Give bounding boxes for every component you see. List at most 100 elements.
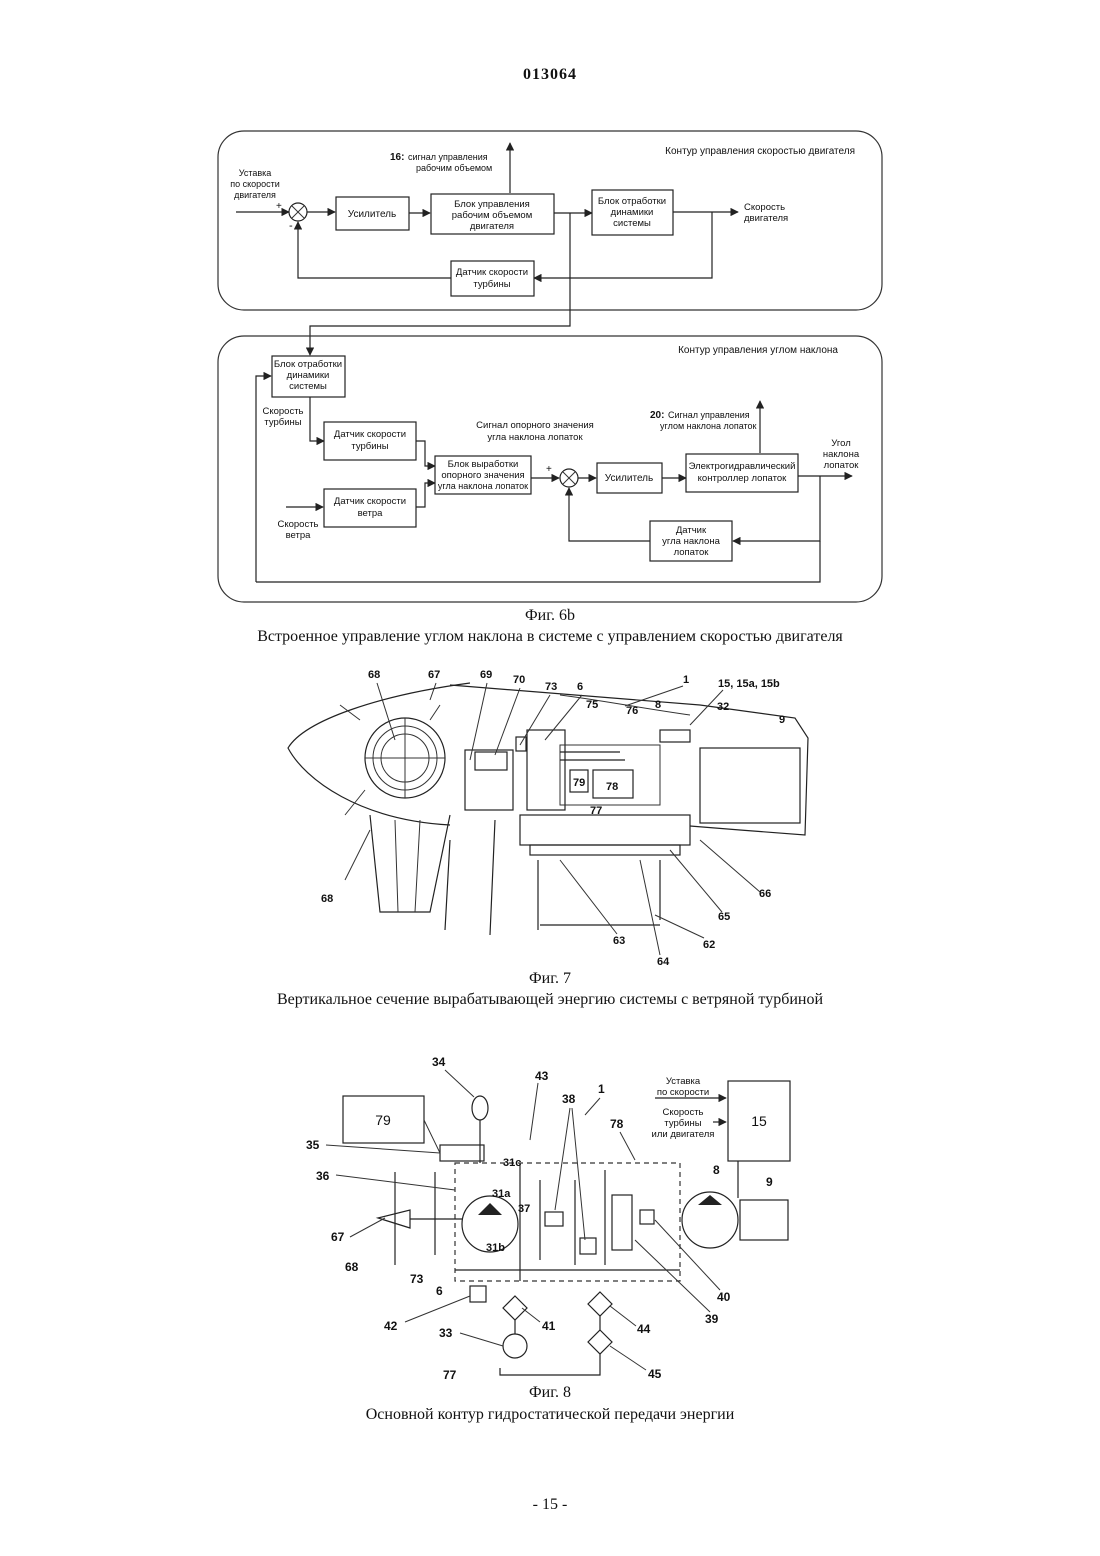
svg-text:78: 78 (606, 781, 618, 793)
svg-text:Скорость: Скорость (262, 406, 303, 417)
svg-text:79: 79 (375, 1112, 391, 1128)
svg-text:31b: 31b (486, 1242, 505, 1254)
svg-text:Датчик скорости: Датчик скорости (456, 267, 528, 278)
svg-text:63: 63 (613, 935, 625, 947)
box-15: 15 (728, 1081, 790, 1161)
svg-text:Блок управления: Блок управления (454, 199, 530, 210)
svg-text:32: 32 (717, 701, 729, 713)
svg-text:Уставка: Уставка (666, 1076, 701, 1087)
svg-text:41: 41 (542, 1319, 556, 1333)
signal-16-line1: сигнал управления (408, 152, 488, 162)
fig7-caption-title: Фиг. 7 (0, 969, 1100, 989)
pitch-reference-block: Блок выработки опорного значения угла на… (435, 456, 531, 494)
svg-text:35: 35 (306, 1138, 320, 1152)
svg-text:62: 62 (703, 939, 715, 951)
signal-20-number: 20: (650, 410, 664, 421)
svg-text:1: 1 (683, 674, 689, 686)
svg-text:Скорость: Скорость (744, 202, 785, 213)
svg-text:турбины: турбины (264, 417, 301, 428)
svg-text:8: 8 (655, 699, 661, 711)
turbine-speed-label: Скорость турбины (262, 406, 303, 428)
svg-text:6: 6 (577, 681, 583, 693)
svg-text:опорного значения: опорного значения (441, 470, 524, 481)
svg-text:лопаток: лопаток (824, 460, 860, 471)
svg-text:Скорость: Скорость (277, 519, 318, 530)
amplifier-block-upper: Усилитель (336, 197, 409, 230)
svg-text:угла наклона лопаток: угла наклона лопаток (438, 481, 528, 491)
svg-text:Усилитель: Усилитель (348, 209, 396, 220)
svg-text:69: 69 (480, 669, 492, 681)
svg-text:Датчик: Датчик (676, 525, 707, 536)
svg-text:по скорости: по скорости (230, 179, 280, 189)
svg-text:34: 34 (432, 1055, 446, 1069)
svg-text:по скорости: по скорости (657, 1087, 709, 1098)
fig8-caption-title: Фиг. 8 (0, 1383, 1100, 1403)
plus-sign-lower: + (546, 464, 552, 475)
svg-text:турбины: турбины (473, 279, 510, 290)
svg-text:76: 76 (626, 705, 638, 717)
svg-text:турбины: турбины (351, 441, 388, 452)
plus-sign: + (276, 201, 282, 212)
svg-text:Блок отработки: Блок отработки (598, 196, 666, 207)
svg-text:70: 70 (513, 674, 525, 686)
svg-text:Уставка: Уставка (239, 168, 272, 178)
svg-text:системы: системы (613, 218, 651, 229)
fig8-drawing: 79 15 Уставка по скорости Скорость турби… (343, 1076, 790, 1375)
svg-text:44: 44 (637, 1322, 651, 1336)
pitch-reference-signal-label: Сигнал опорного значения угла наклона ло… (476, 420, 594, 443)
svg-text:Блок выработки: Блок выработки (448, 459, 519, 470)
motor-displacement-block: Блок управления рабочим объемом двигател… (431, 194, 554, 234)
svg-text:6: 6 (436, 1284, 443, 1298)
svg-text:37: 37 (518, 1203, 530, 1215)
svg-text:9: 9 (766, 1175, 773, 1189)
svg-text:системы: системы (289, 381, 327, 392)
signal-20-line2: углом наклона лопаток (660, 421, 757, 431)
svg-text:67: 67 (331, 1230, 345, 1244)
svg-text:15: 15 (751, 1113, 767, 1129)
summing-junction-lower (560, 469, 578, 487)
svg-text:77: 77 (443, 1368, 457, 1382)
fig6b-caption-text: Встроенное управление углом наклона в си… (0, 627, 1100, 647)
svg-text:33: 33 (439, 1326, 453, 1340)
svg-text:Усилитель: Усилитель (605, 473, 653, 484)
svg-text:Датчик скорости: Датчик скорости (334, 429, 406, 440)
pitch-angle-output: Угол наклона лопаток (823, 438, 860, 471)
turbine-speed-sensor-lower: Датчик скорости турбины (324, 422, 416, 460)
fig6b-caption-title: Фиг. 6b (0, 606, 1100, 626)
svg-text:двигателя: двигателя (470, 221, 514, 232)
wind-speed-label: Скорость ветра (277, 519, 318, 541)
svg-text:68: 68 (368, 669, 380, 681)
svg-text:Сигнал опорного значения: Сигнал опорного значения (476, 420, 594, 431)
svg-text:Электрогидравлический: Электрогидравлический (689, 461, 796, 472)
svg-text:36: 36 (316, 1169, 330, 1183)
svg-text:двигателя: двигателя (234, 190, 276, 200)
wind-speed-sensor: Датчик скорости ветра (324, 489, 416, 527)
svg-text:наклона: наклона (823, 449, 860, 460)
svg-text:73: 73 (410, 1272, 424, 1286)
svg-text:Скорость: Скорость (662, 1107, 703, 1118)
svg-text:динамики: динамики (611, 207, 654, 218)
fig6b-diagram: Контур управления скоростью двигателя Ус… (218, 131, 882, 602)
svg-text:или двигателя: или двигателя (652, 1129, 715, 1140)
svg-text:Угол: Угол (831, 438, 850, 449)
svg-text:рабочим объемом: рабочим объемом (452, 210, 533, 221)
svg-text:40: 40 (717, 1290, 731, 1304)
engine-speed-output: Скорость двигателя (744, 202, 788, 224)
svg-text:двигателя: двигателя (744, 213, 788, 224)
svg-text:турбины: турбины (664, 1118, 701, 1129)
signal-16-line2: рабочим объемом (416, 163, 492, 173)
svg-text:66: 66 (759, 888, 771, 900)
svg-text:78: 78 (610, 1117, 624, 1131)
fig8-caption-text: Основной контур гидростатической передач… (0, 1405, 1100, 1425)
system-dynamics-block-lower: Блок отработки динамики системы (272, 356, 345, 397)
svg-text:ветра: ветра (358, 508, 384, 519)
svg-text:угла наклона: угла наклона (662, 536, 720, 547)
svg-text:42: 42 (384, 1319, 398, 1333)
fig8-setpoint-label: Уставка по скорости (657, 1076, 709, 1098)
signal-16-number: 16: (390, 152, 404, 163)
svg-text:39: 39 (705, 1312, 719, 1326)
svg-text:64: 64 (657, 956, 670, 968)
svg-text:15, 15a, 15b: 15, 15a, 15b (718, 678, 780, 690)
minus-sign: - (289, 220, 293, 232)
svg-text:65: 65 (718, 911, 730, 923)
